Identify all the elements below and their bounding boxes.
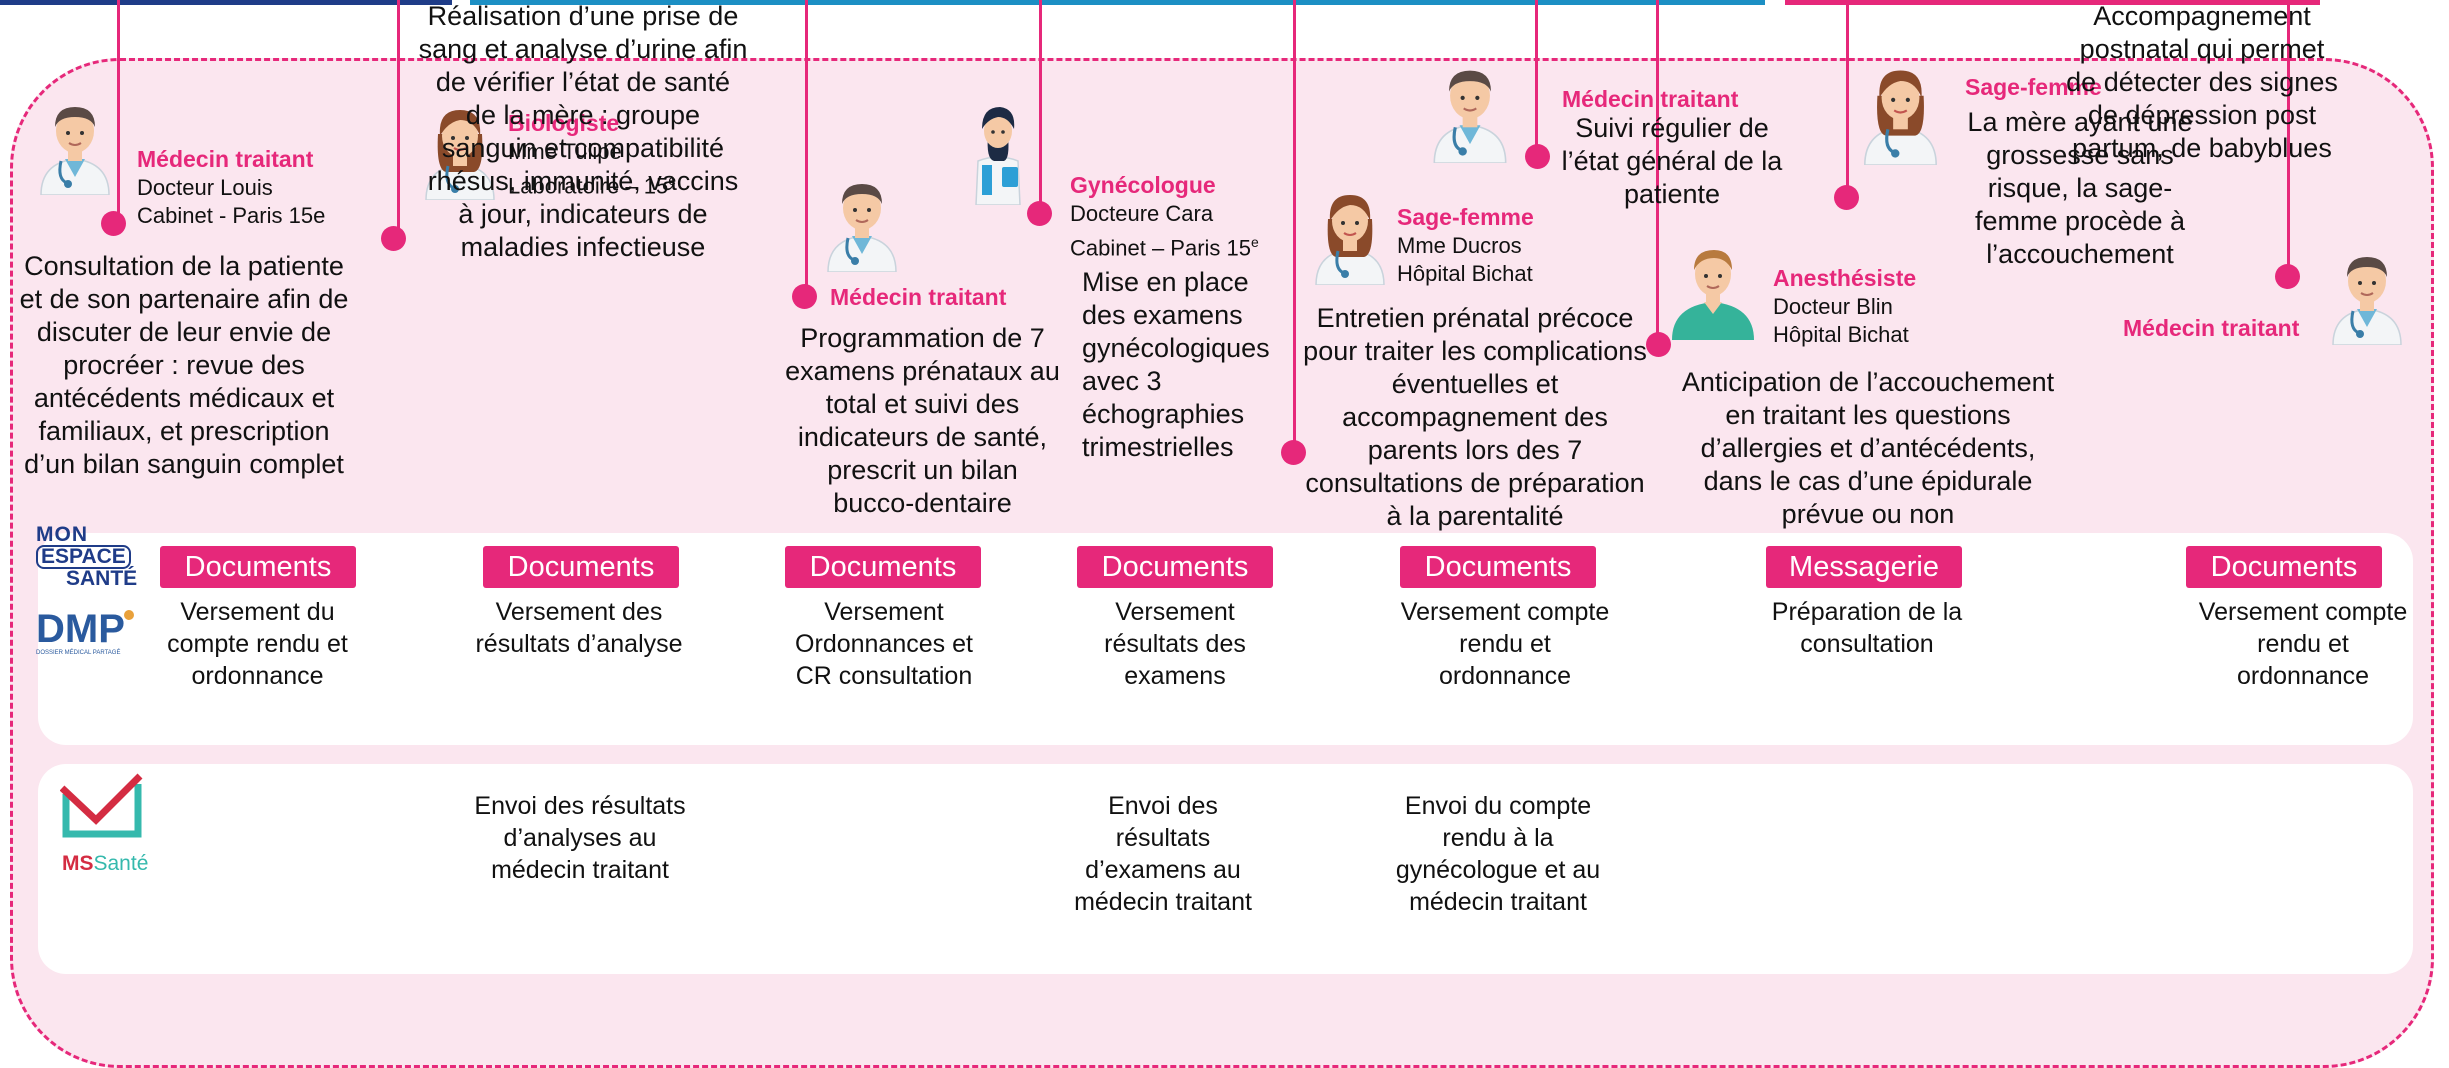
dmp-logo-text: DMP bbox=[36, 607, 125, 651]
timeline-dot-8 bbox=[1834, 185, 1859, 210]
step-6-description: Suivi régulier de l’état général de la p… bbox=[1561, 113, 1783, 209]
step-2-place-text: Laboratoire – 15 bbox=[508, 173, 669, 199]
messaging-panel bbox=[38, 764, 2413, 974]
doctor-male-icon bbox=[35, 95, 115, 195]
dmp-logo-accent bbox=[124, 610, 134, 620]
timeline-dot-9 bbox=[2275, 264, 2300, 289]
doctor-male-icon bbox=[822, 172, 902, 272]
step-4-description: Mise en place des examens gynécologiques… bbox=[1082, 267, 1270, 462]
documents-badge-5: Documents bbox=[1400, 546, 1596, 588]
step-5-place: Hôpital Bichat bbox=[1397, 261, 1533, 286]
step-2-description: Réalisation d’une prise de sang et analy… bbox=[418, 1, 748, 262]
timeline-dot-7 bbox=[1646, 332, 1671, 357]
step-8-role: Sage-femme bbox=[1965, 74, 2102, 100]
documents-badge-1: Documents bbox=[160, 546, 356, 588]
mssante-note-2: Envoi des résultats d’analyses au médeci… bbox=[474, 792, 686, 884]
step-4-person: Docteure Cara bbox=[1070, 201, 1214, 226]
timeline-dot-6 bbox=[1525, 144, 1550, 169]
step-4-place-text: Cabinet – Paris 15 bbox=[1070, 235, 1251, 261]
mssante-note-5: Envoi du compte rendu à la gynécologue e… bbox=[1395, 792, 1601, 916]
dmp-logo: DMP DOSSIER MÉDICAL PARTAGÉ bbox=[36, 608, 146, 668]
step-4-role: Gynécologue bbox=[1070, 172, 1216, 198]
logo-mon: MON bbox=[36, 523, 88, 546]
mssante-logo: MSSanté bbox=[60, 772, 150, 882]
documents-note-5: Versement compte rendu et ordonnance bbox=[1400, 598, 1610, 690]
mssante-check-icon bbox=[60, 773, 143, 838]
anesthetist-male-icon bbox=[1668, 235, 1758, 345]
mon-espace-sante-logo: MON ESPACE SANTÉ bbox=[36, 523, 141, 593]
documents-badge-2: Documents bbox=[483, 546, 679, 588]
step-7-description: Anticipation de l’accouchement en traita… bbox=[1681, 367, 2055, 529]
top-bar-pink bbox=[1785, 0, 2320, 5]
connector-line-3 bbox=[805, 0, 808, 290]
step-4-place: Cabinet – Paris 15e bbox=[1070, 228, 1259, 262]
connector-line-2 bbox=[397, 0, 400, 232]
documents-note-9: Versement compte rendu et ordonnance bbox=[2198, 598, 2408, 690]
messagerie-badge: Messagerie bbox=[1766, 546, 1962, 588]
step-5-role: Sage-femme bbox=[1397, 204, 1534, 230]
documents-note-1: Versement du compte rendu et ordonnance bbox=[167, 598, 348, 690]
midwife-female-icon bbox=[1310, 185, 1390, 285]
timeline-dot-5 bbox=[1281, 440, 1306, 465]
step-8-description: La mère ayant une grossesse sans risque,… bbox=[1967, 107, 2193, 269]
doctor-male-icon bbox=[1425, 58, 1515, 163]
top-bar-teal bbox=[470, 0, 1765, 5]
step-2-person: Mme Tulipe bbox=[508, 139, 622, 164]
doctor-male-icon bbox=[2322, 245, 2412, 345]
documents-note-4: Versement résultats des examens bbox=[1104, 598, 1246, 690]
step-5-person: Mme Ducros bbox=[1397, 233, 1522, 258]
connector-line-9 bbox=[2287, 0, 2290, 268]
connector-line-6 bbox=[1535, 0, 1538, 150]
midwife-female-icon bbox=[1858, 60, 1943, 165]
documents-badge-9: Documents bbox=[2186, 546, 2382, 588]
top-bar-navy bbox=[0, 0, 452, 5]
documents-note-2: Versement des résultats d’analyse bbox=[475, 598, 683, 658]
timeline-dot-3 bbox=[792, 284, 817, 309]
mssante-sante: Santé bbox=[93, 852, 149, 875]
step-1-role: Médecin traitant bbox=[137, 146, 314, 172]
step-5-description: Entretien prénatal précoce pour traiter … bbox=[1303, 303, 1647, 531]
connector-line-5 bbox=[1293, 0, 1296, 448]
documents-note-3: Versement Ordonnances et CR consultation bbox=[795, 598, 973, 690]
step-7-place: Hôpital Bichat bbox=[1773, 322, 1909, 347]
connector-line-8 bbox=[1846, 0, 1849, 190]
step-3-description: Programmation de 7 examens prénataux au … bbox=[785, 323, 1060, 518]
dmp-logo-sub: DOSSIER MÉDICAL PARTAGÉ bbox=[36, 650, 121, 656]
step-7-role: Anesthésiste bbox=[1773, 265, 1917, 291]
mssante-ms: MS bbox=[62, 852, 94, 875]
step-2-place: Laboratoire – 15e bbox=[508, 166, 676, 200]
connector-line-1 bbox=[117, 0, 120, 215]
messagerie-note: Préparation de la consultation bbox=[1771, 598, 1963, 658]
step-6-role: Médecin traitant bbox=[1562, 86, 1739, 112]
step-1-person: Docteur Louis bbox=[137, 175, 273, 200]
step-1-place: Cabinet - Paris 15e bbox=[137, 203, 326, 228]
step-3-role: Médecin traitant bbox=[830, 284, 1007, 310]
step-2-place-sup: e bbox=[668, 172, 677, 188]
gynecologist-female-icon bbox=[968, 95, 1028, 205]
step-9-role: Médecin traitant bbox=[2123, 315, 2300, 341]
documents-badge-4: Documents bbox=[1077, 546, 1273, 588]
logo-espace: ESPACE bbox=[36, 545, 131, 569]
mssante-label: MSSanté bbox=[62, 852, 148, 876]
step-7-person: Docteur Blin bbox=[1773, 294, 1893, 319]
step-1-description: Consultation de la patiente et de son pa… bbox=[19, 251, 349, 479]
step-9-description: Accompagnement postnatal qui permet de d… bbox=[2066, 1, 2338, 163]
timeline-dot-1 bbox=[101, 211, 126, 236]
timeline-dot-4 bbox=[1027, 201, 1052, 226]
mssante-note-4: Envoi des résultats d’examens au médecin… bbox=[1074, 792, 1252, 916]
timeline-dot-2 bbox=[381, 226, 406, 251]
step-4-place-sup: e bbox=[1251, 234, 1259, 250]
connector-line-7 bbox=[1656, 0, 1659, 335]
documents-badge-3: Documents bbox=[785, 546, 981, 588]
logo-sante: SANTÉ bbox=[66, 567, 138, 590]
step-2-role: Biologiste bbox=[508, 110, 620, 136]
connector-line-4 bbox=[1039, 0, 1042, 205]
